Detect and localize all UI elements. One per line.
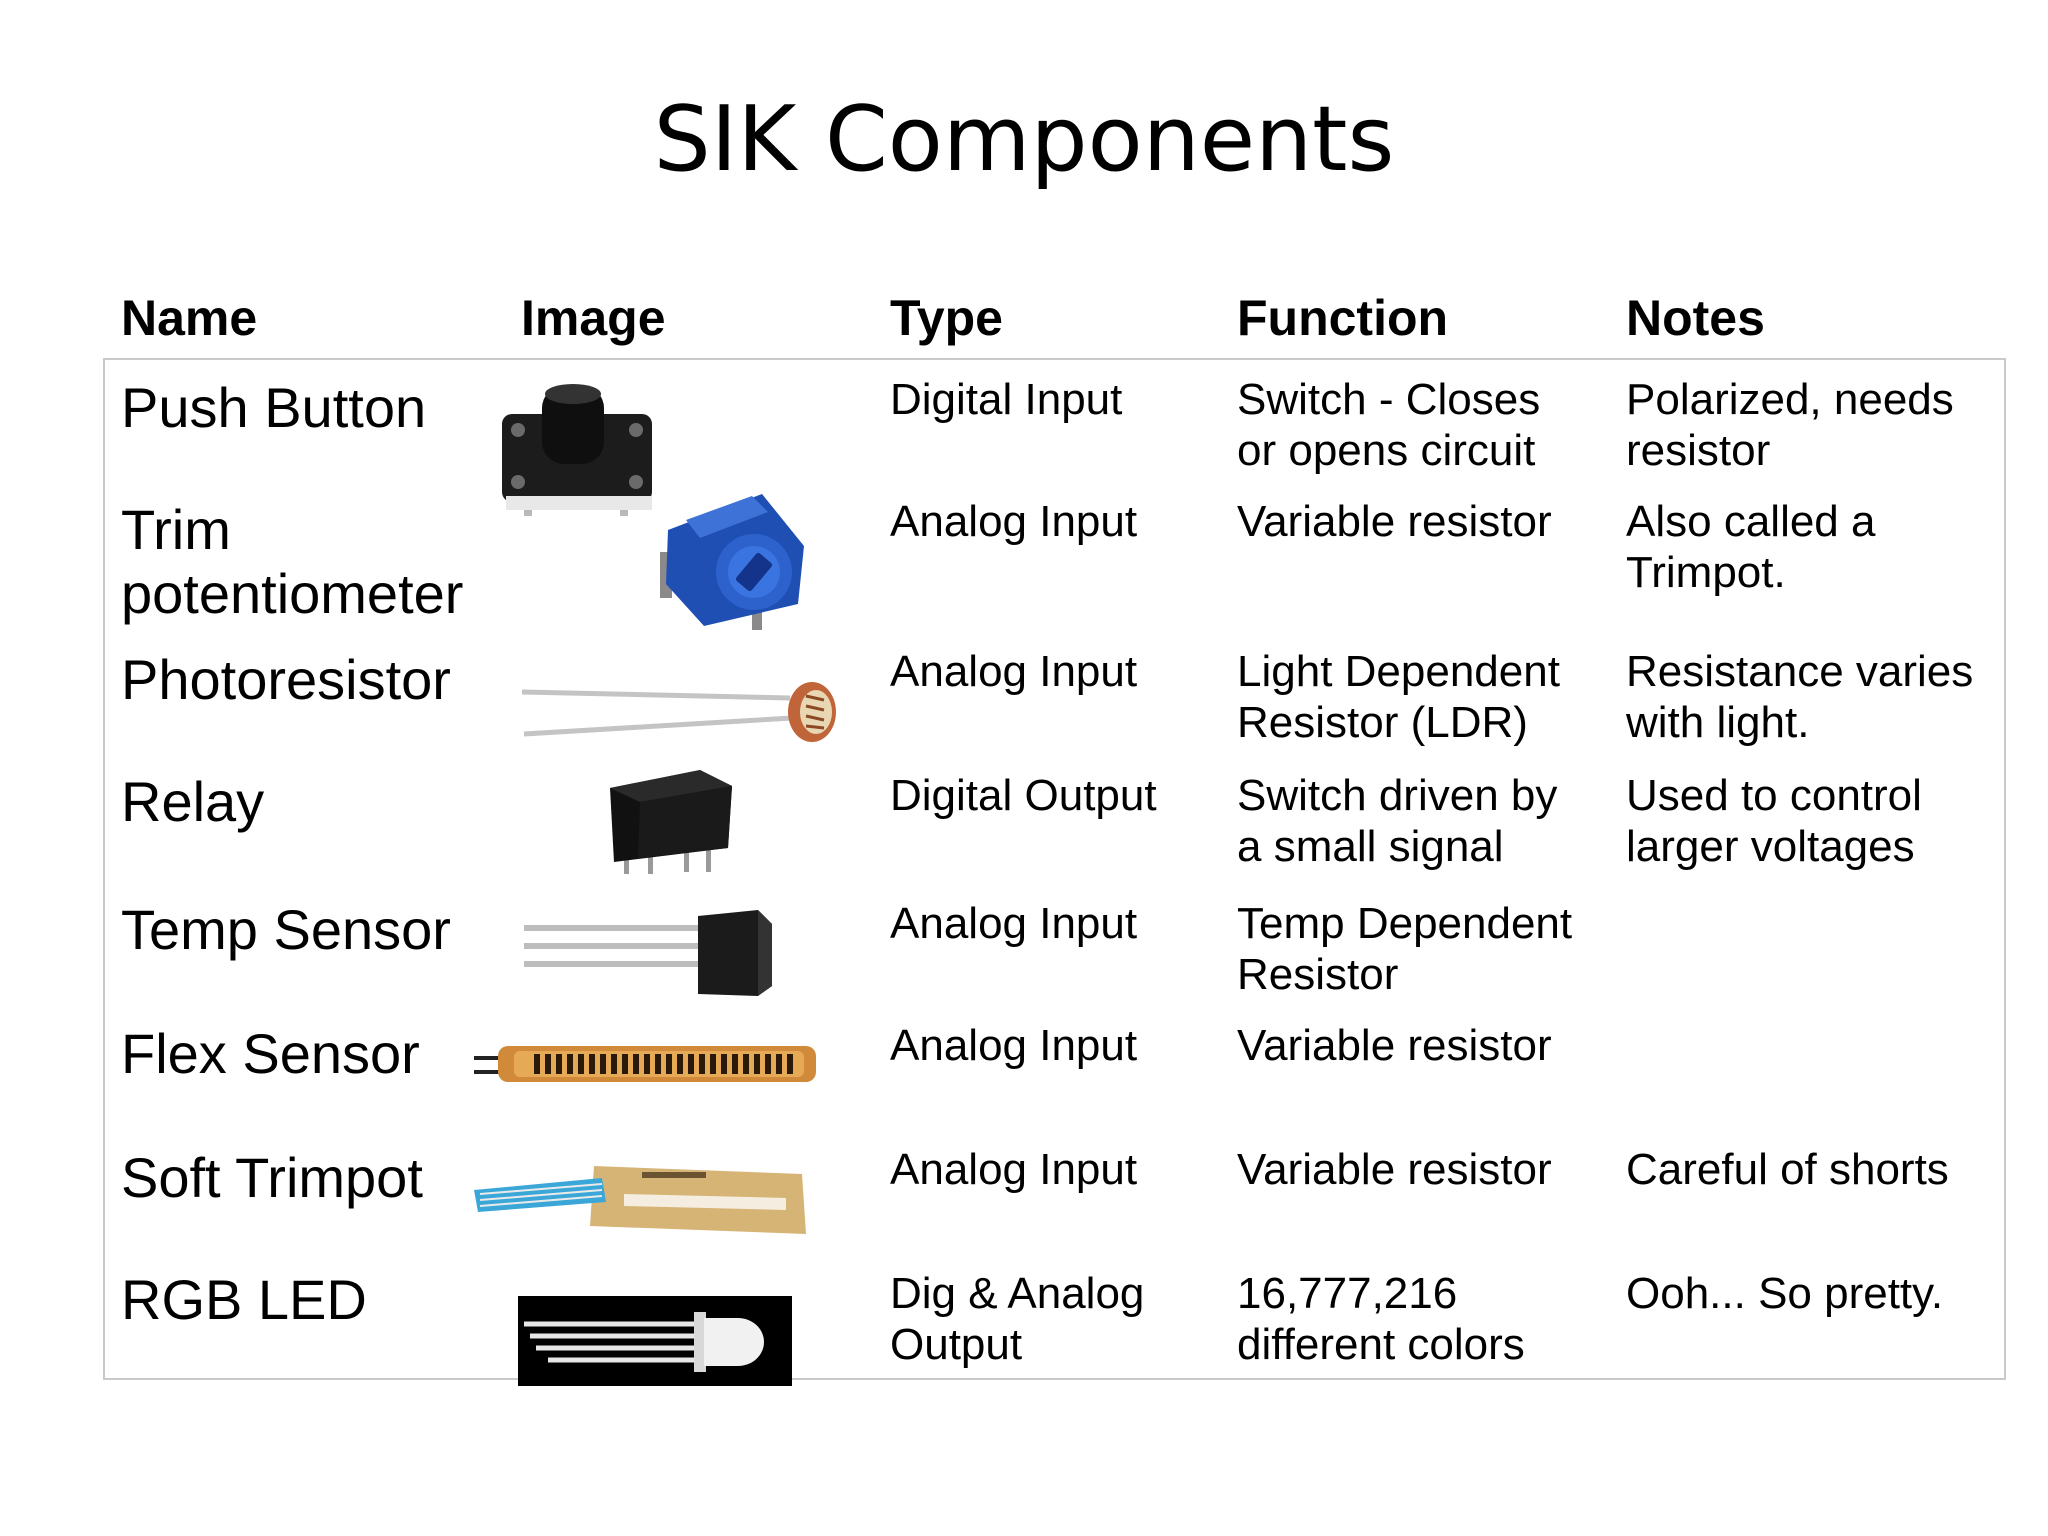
component-type: Analog Input xyxy=(890,647,1138,696)
component-notes: Resistance varies with light. xyxy=(1626,647,1974,747)
relay-icon xyxy=(610,770,732,874)
component-name: RGB LED xyxy=(121,1268,367,1331)
flex-sensor-icon xyxy=(474,1046,816,1082)
column-header-image: Image xyxy=(521,290,666,346)
component-name: Temp Sensor xyxy=(121,898,451,961)
component-function: Variable resistor xyxy=(1237,1145,1552,1194)
component-type: Dig & Analog Output xyxy=(890,1269,1145,1369)
column-header-type: Type xyxy=(890,290,1003,346)
component-name: Photoresistor xyxy=(121,648,451,711)
component-function: Switch driven by a small signal xyxy=(1237,771,1558,871)
component-notes: Polarized, needs resistor xyxy=(1626,375,1954,475)
component-function: Switch - Closes or opens circuit xyxy=(1237,375,1541,475)
soft-trimpot-icon xyxy=(474,1166,806,1234)
temp-sensor-icon xyxy=(524,910,772,996)
component-type: Digital Input xyxy=(890,375,1123,424)
component-name: Flex Sensor xyxy=(121,1022,420,1085)
component-notes: Careful of shorts xyxy=(1626,1145,1949,1194)
trim-potentiometer-icon xyxy=(660,494,804,630)
component-type: Digital Output xyxy=(890,771,1157,820)
component-notes: Used to control larger voltages xyxy=(1626,771,1922,871)
photoresistor-icon xyxy=(521,682,836,742)
component-function: Variable resistor xyxy=(1237,1021,1552,1070)
component-name: Trim potentiometer xyxy=(121,498,464,625)
component-notes: Also called a Trimpot. xyxy=(1626,497,1876,597)
column-header-notes: Notes xyxy=(1626,290,1765,346)
component-function: Variable resistor xyxy=(1237,497,1552,546)
component-name: Push Button xyxy=(121,376,427,439)
component-type: Analog Input xyxy=(890,899,1138,948)
component-name: Soft Trimpot xyxy=(121,1146,423,1209)
column-header-function: Function xyxy=(1237,290,1449,346)
components-table xyxy=(103,358,2006,1380)
page-title: SIK Components xyxy=(653,87,1395,192)
component-type: Analog Input xyxy=(890,1145,1138,1194)
column-header-name: Name xyxy=(121,290,258,346)
component-type: Analog Input xyxy=(890,1021,1138,1070)
component-notes: Ooh... So pretty. xyxy=(1626,1269,1944,1318)
rgb-led-icon xyxy=(518,1296,792,1386)
push-button-icon xyxy=(502,384,652,516)
component-name: Relay xyxy=(121,770,265,833)
component-function: Temp Dependent Resistor xyxy=(1237,899,1573,999)
component-function: Light Dependent Resistor (LDR) xyxy=(1237,647,1560,747)
component-type: Analog Input xyxy=(890,497,1138,546)
component-function: 16,777,216 different colors xyxy=(1237,1269,1525,1369)
